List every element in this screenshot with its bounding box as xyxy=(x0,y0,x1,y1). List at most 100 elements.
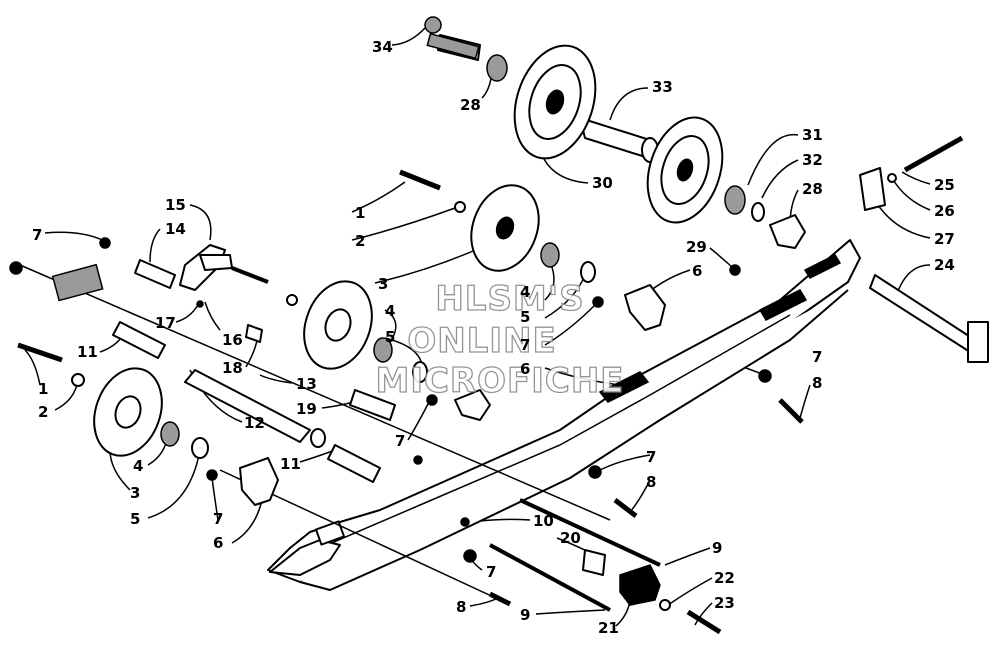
pin-17 xyxy=(196,300,204,308)
callout-28-right: 28 xyxy=(802,180,823,198)
callout-30: 30 xyxy=(592,174,613,192)
ring-5-top xyxy=(580,261,596,283)
callout-9-lower: 9 xyxy=(520,606,530,624)
decal-plate xyxy=(51,263,104,302)
idler-wheel-30-rear-center xyxy=(676,158,694,182)
nut-7-right xyxy=(758,369,772,383)
leader-16 xyxy=(204,301,221,331)
leader-22 xyxy=(667,577,713,606)
callout-1-top: 1 xyxy=(355,204,365,222)
washer-2-upper xyxy=(286,294,298,306)
bolt-1-top xyxy=(399,169,441,191)
callout-5-bottom: 5 xyxy=(130,510,140,528)
callout-34: 34 xyxy=(372,38,393,56)
callout-20: 20 xyxy=(560,529,581,547)
leader-17 xyxy=(175,304,199,323)
leader-7-left xyxy=(44,231,103,241)
nut-29 xyxy=(729,264,741,276)
bracket-34-plate xyxy=(426,32,480,60)
leader-9-lower xyxy=(535,609,606,615)
nut-10 xyxy=(460,517,470,527)
callout-5-left: 5 xyxy=(385,328,395,346)
callout-6-top-right: 6 xyxy=(692,262,702,280)
callout-13: 13 xyxy=(296,375,317,393)
nut-7-mid xyxy=(592,296,604,308)
callout-33: 33 xyxy=(652,78,673,96)
bolts xyxy=(17,135,964,635)
callout-4-bottom: 4 xyxy=(133,457,143,475)
shaft-19 xyxy=(349,389,396,421)
bracket-28-right xyxy=(769,214,806,249)
leader-6-bottom xyxy=(231,499,263,544)
callout-1-left: 1 xyxy=(38,380,48,398)
shaft-13-end xyxy=(310,428,326,448)
callout-7-lower: 7 xyxy=(486,563,496,581)
bearing-28-top xyxy=(486,54,508,82)
callout-3-top: 3 xyxy=(378,275,388,293)
callout-7-right-a: 7 xyxy=(812,348,822,366)
callout-3-bottom: 3 xyxy=(130,484,140,502)
leader-32 xyxy=(761,159,799,199)
watermark: HLSM'S ONLINE MICROFICHE xyxy=(375,278,624,401)
bolt-8-lower xyxy=(488,591,512,607)
bearing-31 xyxy=(724,185,746,215)
leader-14 xyxy=(149,228,161,263)
leader-5-bottom xyxy=(147,449,201,519)
callout-18: 18 xyxy=(222,359,243,377)
bracket-6-top-right xyxy=(624,284,666,331)
leader-34 xyxy=(391,27,426,46)
watermark-line-1: HLSM'S xyxy=(435,279,584,319)
callout-4-top-right: 4 xyxy=(520,283,530,301)
washer-2-left xyxy=(71,373,85,387)
bolt-8-right xyxy=(778,398,804,424)
callout-25: 25 xyxy=(934,176,955,194)
leader-2-top xyxy=(351,207,456,241)
spacer-18 xyxy=(245,324,263,343)
rail-slot-2 xyxy=(758,289,808,321)
nut-7-lower xyxy=(463,549,477,563)
bolt-16 xyxy=(231,266,269,284)
axis-line-upper xyxy=(19,264,611,521)
brackets xyxy=(51,32,886,606)
bearing-4-middle xyxy=(373,337,393,363)
callout-32: 32 xyxy=(802,151,823,169)
idler-wheel-3-lower-hub xyxy=(114,395,142,429)
idler-wheels xyxy=(93,44,724,457)
shaft-11-upper xyxy=(112,321,166,359)
leader-7-bottom-left xyxy=(211,477,219,521)
rail-slot-1 xyxy=(598,371,650,403)
leader-6-mid xyxy=(544,367,621,386)
callout-23: 23 xyxy=(714,594,735,612)
leader-1-top xyxy=(351,181,406,213)
spacer-20 xyxy=(582,549,606,576)
rail-front-tip xyxy=(269,539,341,576)
slide-rail-lower-edge xyxy=(299,289,849,591)
leader-29 xyxy=(709,247,733,268)
nut-7-bottom-left xyxy=(206,469,218,481)
callout-7-top-left: 7 xyxy=(32,226,42,244)
slide-rail-inner-line xyxy=(319,314,791,549)
callout-26: 26 xyxy=(934,202,955,220)
callout-2-top: 2 xyxy=(355,232,365,250)
callout-2-left: 2 xyxy=(38,403,48,421)
leader-9-right xyxy=(664,547,711,566)
leader-1-left xyxy=(24,349,41,386)
leader-8-right-a xyxy=(799,384,811,419)
bolt-23 xyxy=(686,609,722,635)
washer-2-top xyxy=(454,201,466,213)
cap-34 xyxy=(424,16,442,34)
shaft-14 xyxy=(134,259,176,289)
ring-5-middle xyxy=(412,361,428,383)
callout-11-top: 11 xyxy=(77,343,98,361)
leader-3-top xyxy=(374,247,481,284)
callout-14: 14 xyxy=(165,220,186,238)
block-21 xyxy=(619,564,661,606)
leader-23 xyxy=(694,602,713,626)
ring-5-lower xyxy=(191,437,209,459)
nut-7-left-end xyxy=(9,261,23,275)
leader-13 xyxy=(259,374,293,384)
bearing-4-lower xyxy=(160,421,180,447)
bearing-4-top xyxy=(540,242,560,268)
callout-28-top: 28 xyxy=(460,96,481,114)
washer-22 xyxy=(659,599,671,611)
